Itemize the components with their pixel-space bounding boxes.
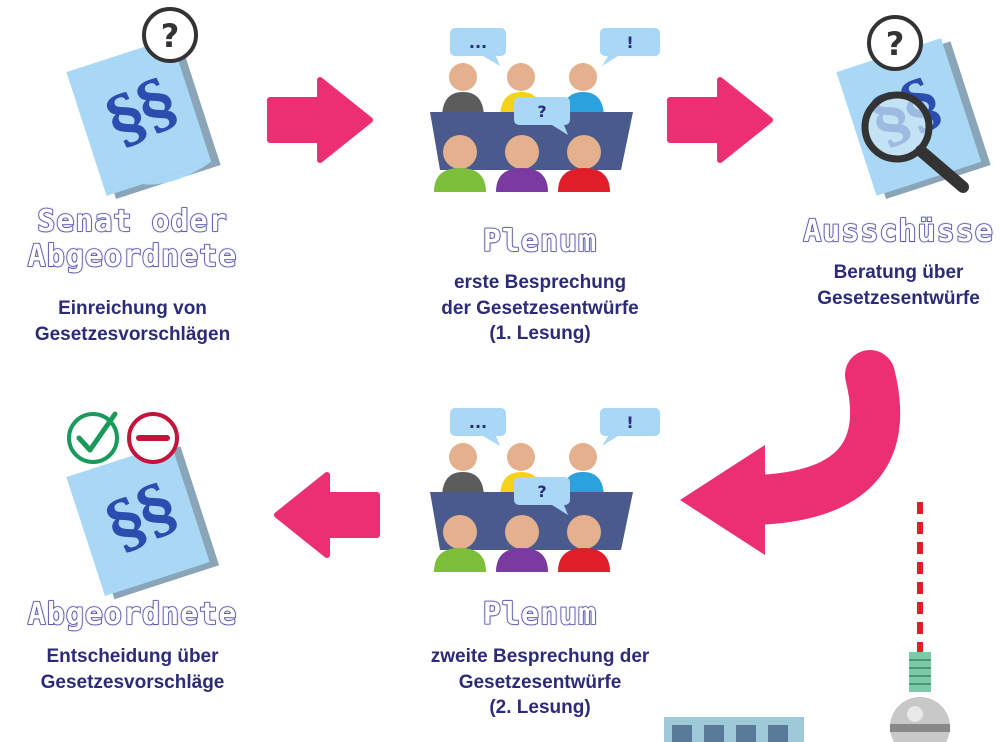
- svg-text:...: ...: [469, 413, 487, 432]
- speech-bubble-dots: ...: [450, 408, 506, 446]
- speech-bubble-question: ?: [514, 477, 570, 515]
- step-3-title: Ausschüsse: [802, 214, 994, 250]
- tv-tower-icon: [890, 502, 950, 742]
- svg-text:?: ?: [886, 25, 905, 63]
- speech-bubble-dots: ...: [450, 28, 506, 66]
- svg-text:!: !: [626, 33, 633, 52]
- svg-text:?: ?: [161, 17, 180, 55]
- svg-text:...: ...: [469, 33, 487, 52]
- step-4-title: Plenum: [482, 597, 598, 633]
- plenum-meeting-icon: ... ! ?: [430, 28, 660, 192]
- svg-text:?: ?: [537, 102, 546, 121]
- step-5-title: Abgeordnete: [27, 597, 238, 633]
- document-vote-icon: §§: [66, 411, 220, 600]
- document-magnifier-icon: §§ ?: [836, 15, 991, 199]
- arrow-left-icon: [274, 472, 380, 558]
- plenum-meeting-icon: ... ! ?: [430, 408, 660, 572]
- speech-bubble-question: ?: [514, 97, 570, 135]
- arrow-right-icon: [667, 77, 773, 163]
- speech-bubble-exclaim: !: [600, 28, 660, 66]
- arrow-curved-icon: [680, 350, 901, 555]
- step-2-title: Plenum: [482, 224, 598, 260]
- svg-text:!: !: [626, 413, 633, 432]
- svg-text:?: ?: [537, 482, 546, 501]
- speech-bubble-exclaim: !: [600, 408, 660, 446]
- document-question-icon: §§ ?: [66, 7, 221, 199]
- building-icon: [664, 717, 804, 742]
- arrow-right-icon: [267, 77, 373, 163]
